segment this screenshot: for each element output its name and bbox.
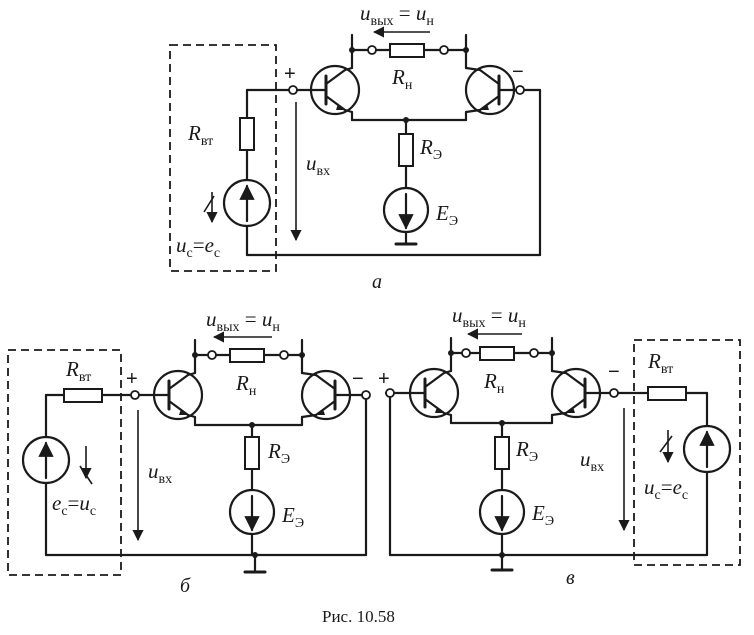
label-source-a: uс=eс — [176, 233, 220, 261]
panel-letter-c: в — [566, 567, 575, 589]
resistor-r-int-b — [63, 388, 103, 403]
resistor-r-load-b — [229, 348, 265, 363]
label-r-emitter-b: RЭ — [267, 439, 290, 467]
label-e-emitter-c: EЭ — [531, 501, 554, 529]
minus-sign-b: − — [352, 368, 364, 390]
panel-letter-b: б — [180, 575, 191, 597]
label-source-b: eс=uс — [52, 491, 96, 519]
panel-c: uвых = uн Rн Rвт RЭ EЭ uвх uс=eс + − в — [378, 303, 741, 589]
label-r-emitter-a: RЭ — [419, 135, 442, 163]
label-r-int-c: Rвт — [647, 349, 673, 377]
plus-sign-b: + — [126, 368, 138, 390]
resistor-r-load-c — [479, 346, 515, 361]
label-r-emitter-c: RЭ — [515, 437, 538, 465]
panel-letter-a: а — [372, 271, 382, 293]
input-terminal-c — [385, 388, 395, 398]
label-u-out-a: uвых = uн — [360, 1, 434, 29]
transistor-right-c — [550, 367, 602, 419]
label-r-int-b: Rвт — [65, 357, 91, 385]
label-r-int-a: Rвт — [187, 121, 213, 149]
label-u-in-b: uвх — [148, 459, 172, 487]
input-terminal-a — [288, 85, 298, 95]
resistor-r-int-c — [647, 386, 687, 401]
resistor-r-emitter-c — [494, 436, 510, 470]
label-u-out-b: uвых = uн — [206, 307, 280, 335]
label-e-emitter-b: EЭ — [281, 503, 304, 531]
label-r-load-b: Rн — [235, 371, 257, 399]
transistor-left-a — [309, 64, 361, 116]
minus-sign-a: − — [512, 61, 524, 83]
output-terminal-c — [609, 388, 619, 398]
output-terminal-a — [515, 85, 525, 95]
transistor-left-b — [152, 369, 204, 421]
minus-sign-c: − — [608, 361, 620, 383]
transistor-left-c — [408, 367, 460, 419]
transistor-right-b — [300, 369, 352, 421]
label-e-emitter-a: EЭ — [435, 201, 458, 229]
resistor-r-int-a — [239, 117, 255, 151]
label-u-out-c: uвых = uн — [452, 303, 526, 331]
plus-sign-a: + — [284, 63, 296, 85]
label-u-in-c: uвх — [580, 447, 604, 475]
label-source-c: uс=eс — [644, 475, 688, 503]
resistor-r-emitter-b — [244, 436, 260, 470]
resistor-r-emitter-a — [398, 133, 414, 167]
resistor-r-load-a — [389, 43, 425, 58]
output-terminal-b — [361, 390, 371, 400]
plus-sign-c: + — [378, 368, 390, 390]
label-r-load-a: Rн — [391, 65, 413, 93]
source-box-b — [7, 349, 122, 576]
transistor-right-a — [464, 64, 516, 116]
source-box-c — [633, 339, 741, 566]
label-u-in-a: uвх — [306, 151, 330, 179]
source-box-a — [169, 44, 277, 272]
label-r-load-c: Rн — [483, 369, 505, 397]
panel-b: uвых = uн Rн Rвт RЭ EЭ uвх eс=uс + − б — [7, 307, 371, 597]
figure-caption: Рис. 10.58 — [322, 607, 395, 626]
panel-a: uвых = uн Rн Rвт RЭ EЭ uвх uс=eс + − а — [169, 1, 542, 293]
